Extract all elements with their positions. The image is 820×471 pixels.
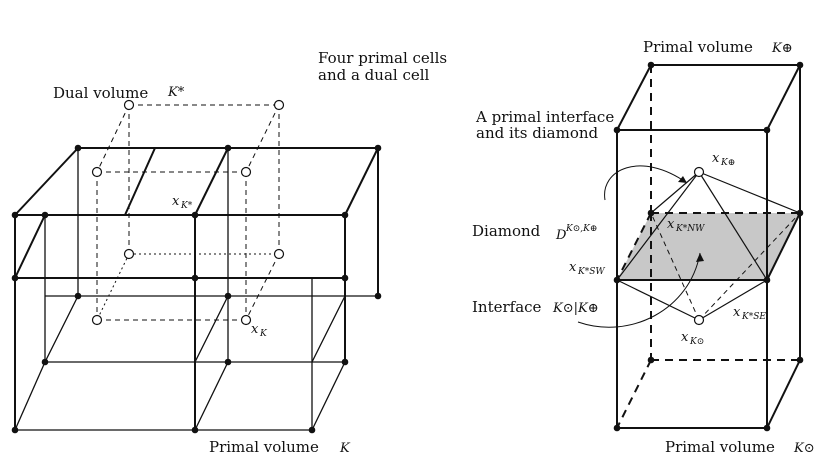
diamond-arrowhead — [696, 253, 704, 262]
bottom-center-subscript: K⊙ — [689, 337, 704, 347]
diamond-lower-edges — [650, 212, 801, 321]
diamond-label: Diamond — [472, 222, 541, 240]
se-point-symbol: x — [733, 305, 741, 320]
primal-volume-label: Primal volume — [209, 438, 319, 456]
primal-grid-bottom — [14, 148, 378, 431]
right-primal-vertices — [613, 61, 804, 432]
dual-point-symbol: x — [172, 194, 180, 209]
dual-point-subscript: K* — [180, 201, 193, 211]
lower-cell — [616, 213, 801, 429]
dual-cell-label: and a dual cell — [318, 66, 430, 84]
right-figure — [577, 61, 804, 432]
se-point-subscript: K*SE — [741, 312, 766, 322]
left-figure — [11, 99, 382, 434]
primal-grid-mid — [14, 148, 379, 430]
top-center-subscript: K⊕ — [720, 158, 735, 168]
diamond-lower-front — [616, 279, 768, 321]
primal-volume-bottom-label: Primal volume — [665, 438, 775, 456]
primal-point-subscript: K — [259, 329, 268, 339]
primal-volume-bottom-symbol: K⊙ — [793, 441, 815, 456]
right-center-points — [693, 166, 705, 326]
top-center-symbol: x — [712, 151, 720, 166]
primal-interface-label: A primal interface — [475, 108, 614, 126]
interface-arrowhead — [678, 176, 687, 183]
primal-volume-symbol: K — [339, 441, 351, 456]
diamond-symbol: D — [555, 228, 567, 243]
dual-vertices — [91, 99, 285, 326]
interface-arrow — [604, 165, 688, 201]
nw-point-symbol: x — [667, 217, 675, 232]
primal-vertices — [11, 144, 382, 434]
sw-point-symbol: x — [569, 260, 577, 275]
nw-point-subscript: K*NW — [675, 224, 705, 234]
primal-volume-top-label: Primal volume — [643, 38, 753, 56]
primal-volume-top-symbol: K⊕ — [771, 41, 793, 56]
its-diamond-label: and its diamond — [476, 124, 599, 142]
bottom-center-symbol: x — [681, 330, 689, 345]
interface-symbol: K⊙|K⊕ — [552, 301, 599, 316]
diamond-edges — [616, 171, 801, 281]
diamond-arrow — [577, 252, 701, 328]
diamond-superscript: K⊙,K⊕ — [565, 224, 597, 234]
primal-point-symbol: x — [251, 322, 259, 337]
dual-volume-symbol: K* — [167, 85, 185, 100]
four-primal-cells-label: Four primal cells — [318, 49, 447, 67]
sw-point-subscript: K*SW — [577, 267, 605, 277]
upper-cell — [616, 64, 801, 281]
dual-volume-label: Dual volume — [53, 84, 148, 102]
diamond-shade — [617, 213, 800, 280]
interface-label: Interface — [472, 298, 542, 316]
primal-grid-top — [14, 147, 379, 216]
dual-cell — [96, 104, 280, 321]
